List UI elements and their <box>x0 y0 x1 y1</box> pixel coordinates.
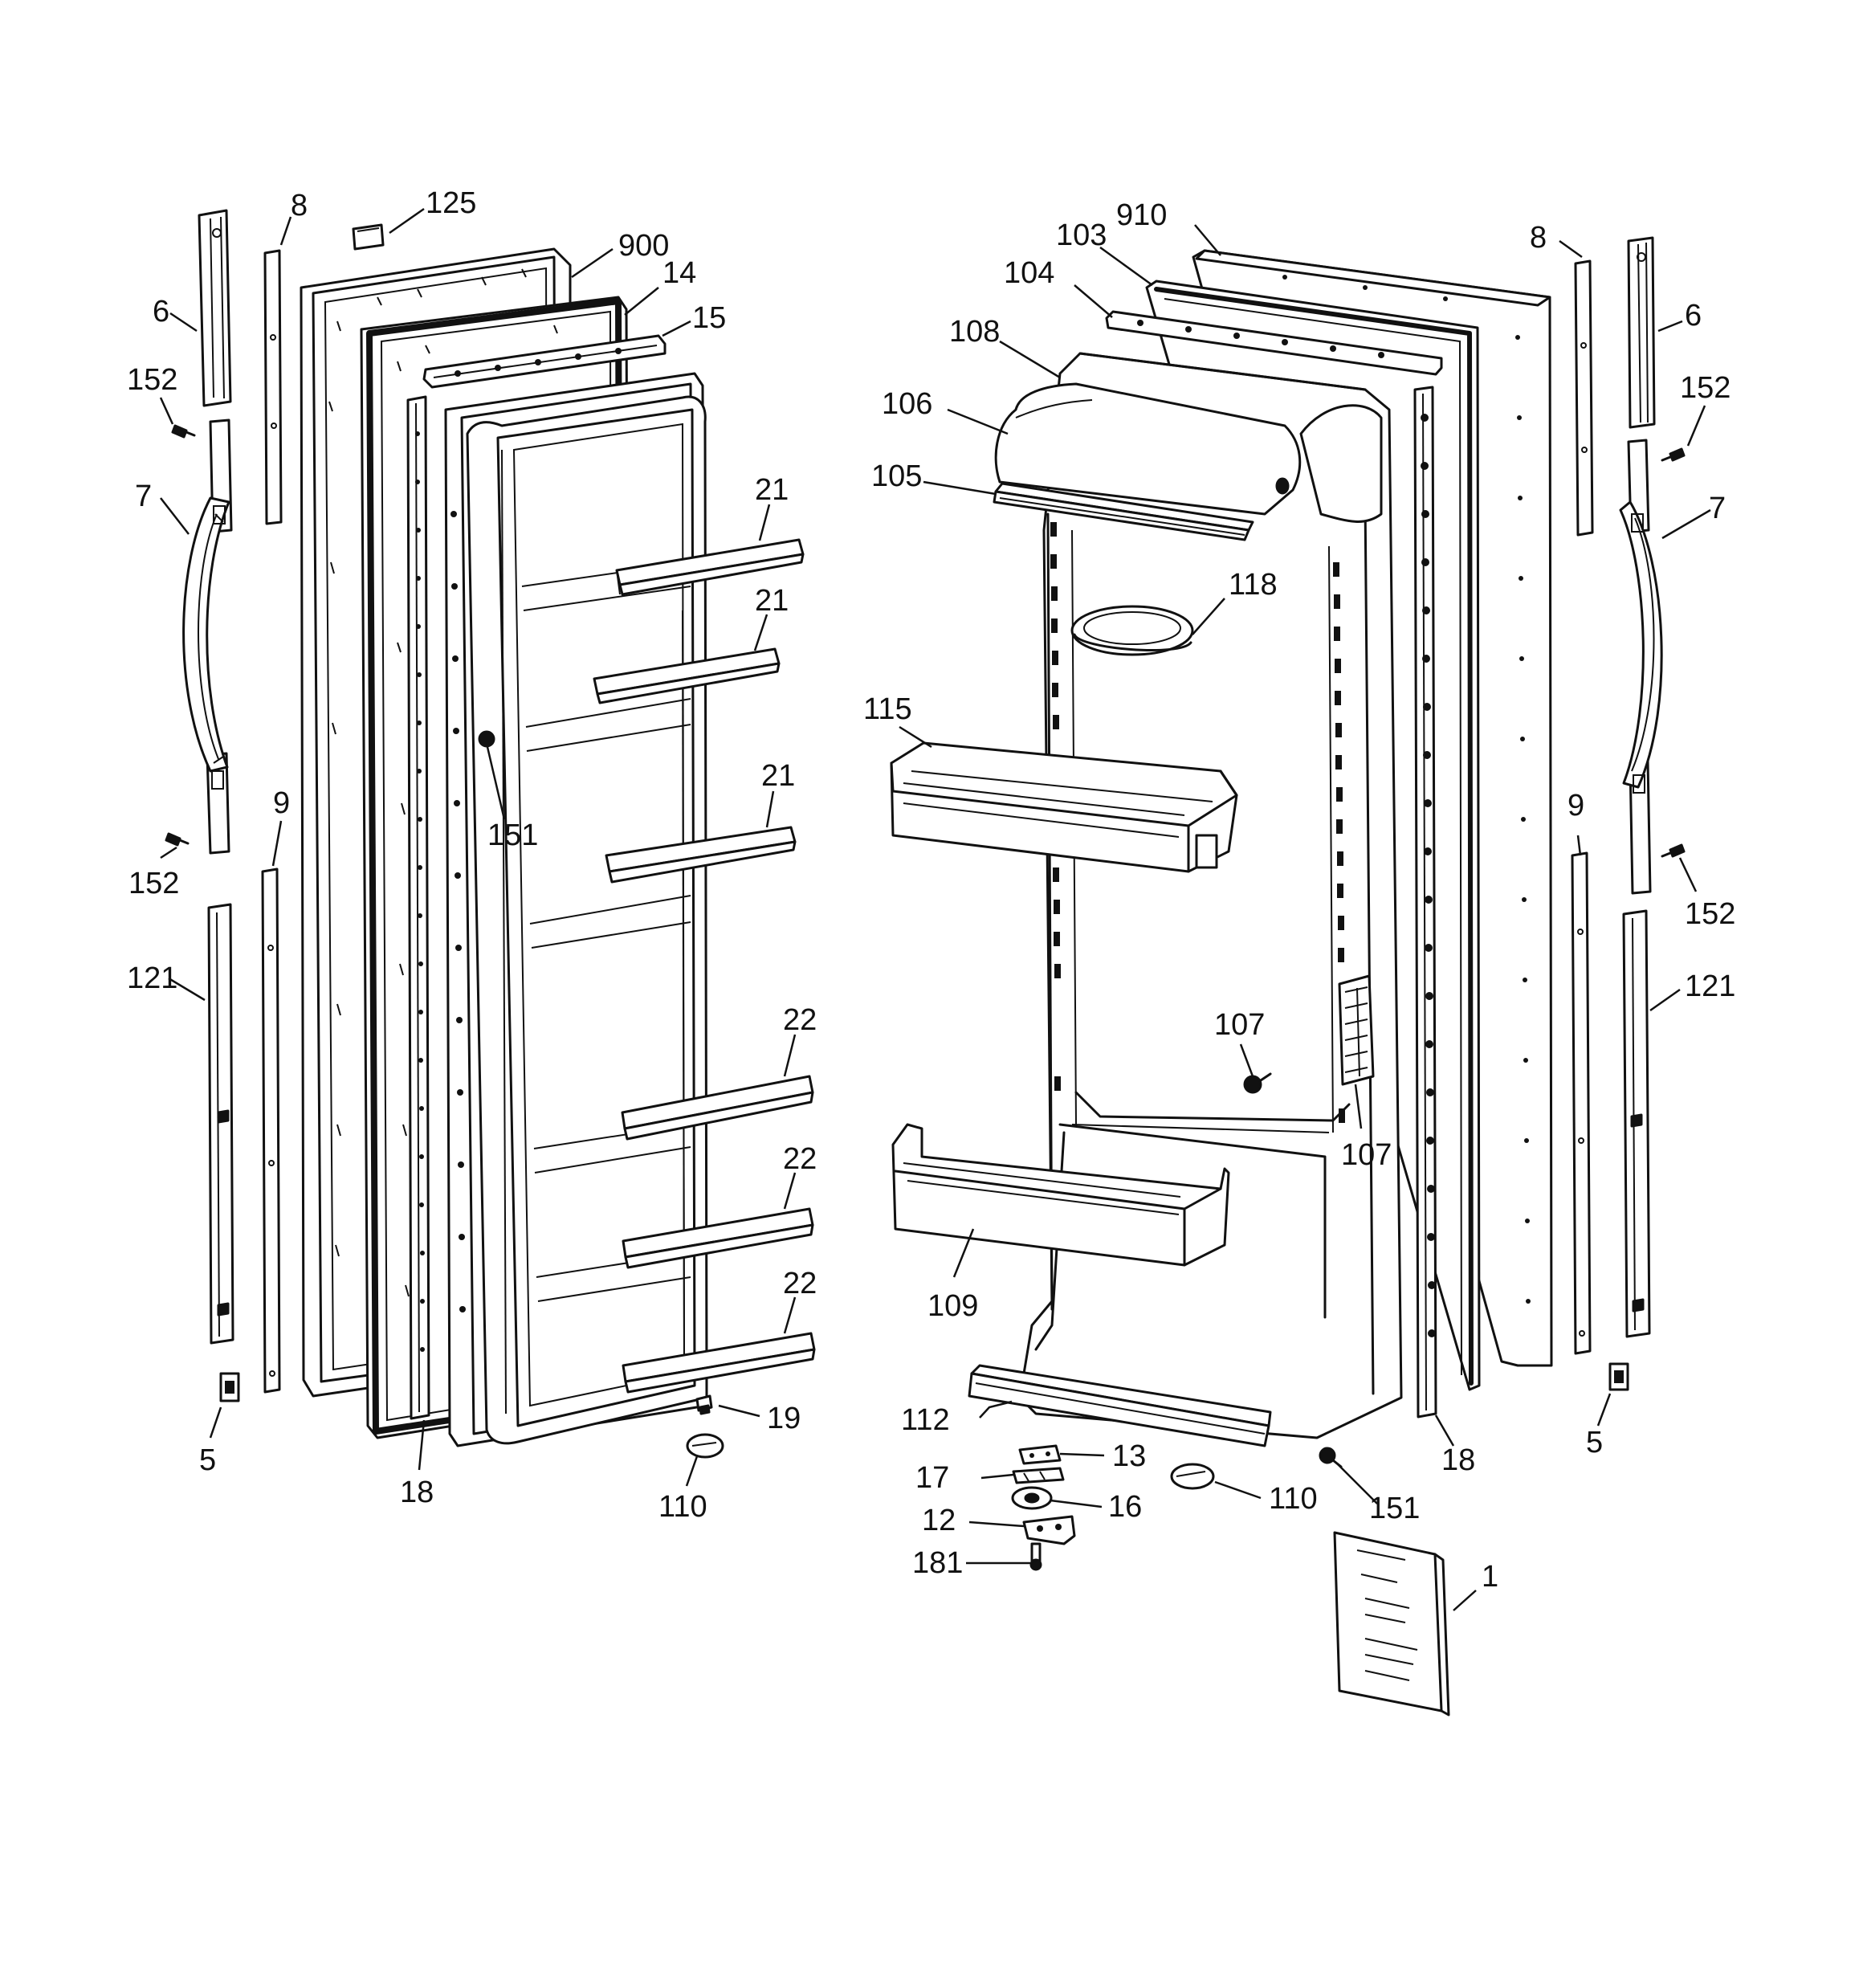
owners-manual-part <box>1333 1531 1450 1717</box>
left-door-shelf-22-c <box>622 1332 816 1394</box>
callout-left-21-a: 21 <box>755 473 789 507</box>
callout-right-5: 5 <box>1586 1426 1603 1459</box>
right-lower-hinge-part <box>1022 1515 1076 1545</box>
leader-lines <box>159 207 1711 1611</box>
right-hinge-cover-part <box>1608 1362 1629 1391</box>
left-trim-strip-top-part <box>263 249 283 525</box>
right-side-seal-part <box>1413 386 1437 1419</box>
callout-right-106: 106 <box>882 387 932 421</box>
callout-right-152-top: 152 <box>1680 371 1731 405</box>
left-door-shelf-21-b <box>593 647 781 704</box>
callout-left-8: 8 <box>291 189 308 222</box>
right-trim-strip-bottom-part <box>1571 851 1592 1355</box>
left-screw-top-part <box>171 424 196 439</box>
callout-right-6: 6 <box>1685 299 1702 333</box>
callout-left-6: 6 <box>153 295 169 329</box>
callout-right-115: 115 <box>863 692 912 726</box>
callout-right-8: 8 <box>1530 221 1547 255</box>
left-door-shelf-21-c <box>605 826 797 884</box>
right-hinge-plate-part <box>1018 1444 1062 1465</box>
callout-right-18: 18 <box>1441 1443 1475 1477</box>
callout-right-151: 151 <box>1369 1492 1420 1525</box>
left-screw-bottom-part <box>165 832 190 847</box>
left-door-shelf-21-a <box>615 538 805 596</box>
left-door-liner-part <box>444 372 708 1447</box>
callout-right-152-lower: 152 <box>1685 897 1735 931</box>
right-upper-bin-part <box>890 741 1238 873</box>
right-cam-part <box>1011 1486 1053 1510</box>
callout-right-9: 9 <box>1567 789 1584 823</box>
left-lower-trim-part <box>207 903 234 1345</box>
right-lower-trim-part <box>1622 909 1651 1338</box>
callout-right-104: 104 <box>1004 256 1054 290</box>
callout-left-110: 110 <box>658 1490 707 1524</box>
callout-right-110: 110 <box>1269 1482 1318 1516</box>
callout-left-7: 7 <box>135 480 152 513</box>
left-trim-strip-bottom-part <box>261 867 281 1394</box>
right-screw-lower-part <box>1661 843 1686 858</box>
callout-left-121: 121 <box>127 961 177 995</box>
left-door-stop-part <box>686 1433 724 1459</box>
left-cap-part <box>352 223 385 251</box>
right-door-stop-part <box>1170 1463 1215 1490</box>
left-door-shelf-22-a <box>621 1075 814 1141</box>
callout-right-103: 103 <box>1056 218 1107 252</box>
callout-right-12: 12 <box>922 1504 956 1537</box>
callout-left-21-c: 21 <box>761 759 795 793</box>
callout-left-22-c: 22 <box>783 1267 817 1300</box>
callout-right-13: 13 <box>1112 1439 1146 1473</box>
callout-left-22-a: 22 <box>783 1003 817 1037</box>
right-hinge-screw-part <box>1029 1542 1042 1571</box>
callout-right-107-screw: 107 <box>1214 1008 1265 1042</box>
callout-right-105: 105 <box>871 459 922 493</box>
right-side-bracket-part <box>1338 974 1375 1086</box>
callout-right-17: 17 <box>915 1461 949 1495</box>
left-side-seal-part <box>406 395 430 1420</box>
left-breaker-strip-part <box>422 334 667 389</box>
callout-left-151: 151 <box>487 818 538 852</box>
right-door-handle-part <box>1619 439 1663 895</box>
left-handle-cap-part <box>198 209 232 407</box>
callout-right-121: 121 <box>1685 970 1735 1003</box>
callout-left-152-top: 152 <box>127 363 177 397</box>
callout-left-19: 19 <box>767 1402 801 1435</box>
callout-right-910: 910 <box>1116 198 1167 232</box>
right-dairy-rail-part <box>993 482 1254 541</box>
right-bottom-rail-part <box>968 1364 1272 1447</box>
callout-left-152-bottom: 152 <box>128 867 179 900</box>
left-bottom-bushing-part <box>695 1394 713 1415</box>
right-handle-cap-part <box>1627 236 1656 429</box>
callout-left-9: 9 <box>273 786 290 820</box>
callout-left-18: 18 <box>400 1476 434 1509</box>
callout-right-16: 16 <box>1108 1490 1142 1524</box>
right-screw-top-part <box>1661 447 1686 462</box>
callout-right-1: 1 <box>1482 1560 1498 1594</box>
left-hinge-cover-part <box>219 1372 240 1402</box>
callout-left-125: 125 <box>426 186 476 220</box>
callout-right-181: 181 <box>912 1546 963 1580</box>
callout-right-112: 112 <box>901 1403 950 1437</box>
callout-left-5: 5 <box>199 1443 216 1477</box>
right-egg-tray-part <box>1070 605 1194 656</box>
right-dairy-door-part <box>994 382 1383 523</box>
callout-right-107-bracket: 107 <box>1341 1138 1392 1172</box>
callout-right-7: 7 <box>1709 492 1726 525</box>
callout-left-21-b: 21 <box>755 584 789 618</box>
right-lower-bin-part <box>891 1123 1230 1267</box>
left-door-handle-part <box>182 418 233 855</box>
callout-left-900: 900 <box>618 229 669 263</box>
right-trim-strip-top-part <box>1574 259 1594 537</box>
callout-right-118: 118 <box>1229 568 1278 602</box>
callout-left-22-b: 22 <box>783 1142 817 1176</box>
callout-left-14: 14 <box>662 256 696 290</box>
right-dairy-hinge-part <box>1105 310 1443 376</box>
right-clip-part <box>1012 1467 1065 1484</box>
callout-left-15: 15 <box>692 301 726 335</box>
callout-right-109: 109 <box>927 1289 978 1323</box>
left-door-shelf-22-b <box>622 1207 814 1269</box>
callout-right-108: 108 <box>949 315 1000 349</box>
